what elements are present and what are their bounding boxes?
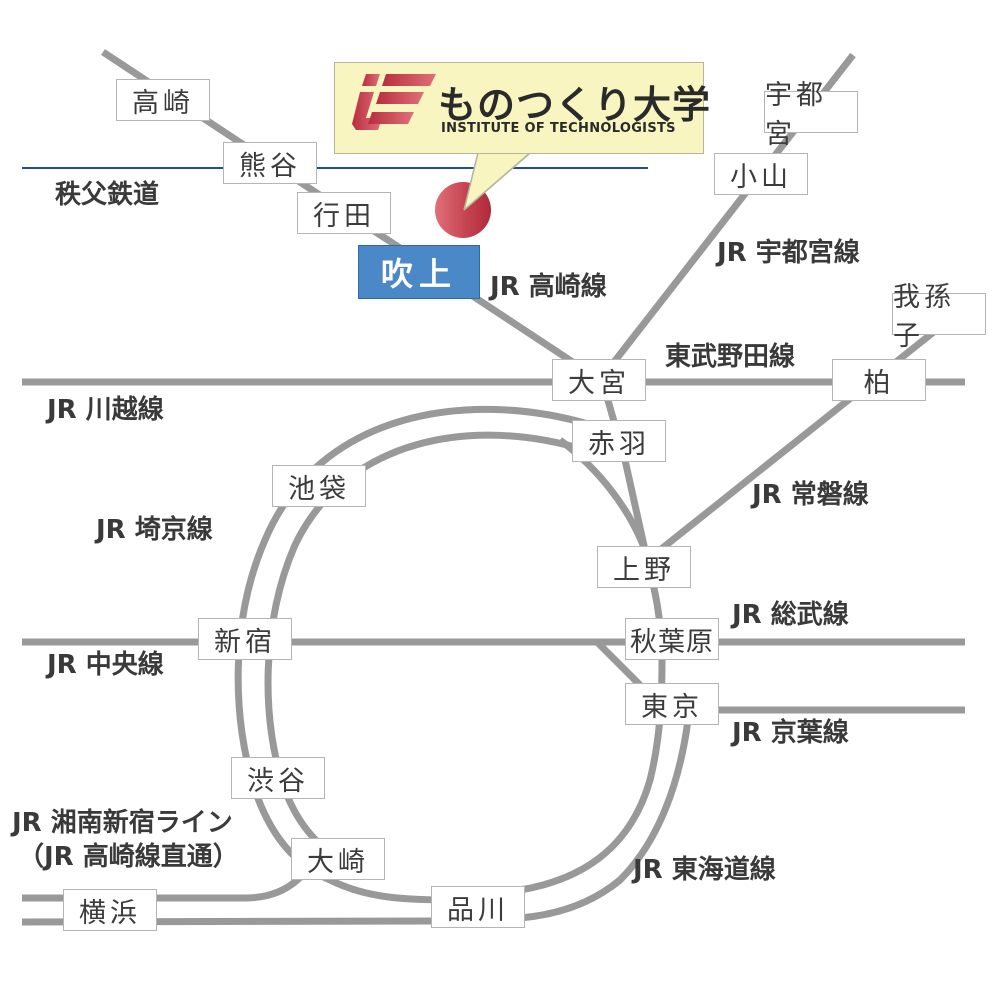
chuo-tokyo-branch (594, 639, 643, 688)
station-oyama[interactable]: 小山 (714, 153, 808, 195)
tokaido-outer-line (519, 719, 692, 922)
station-utsunomiya[interactable]: 宇都宮 (764, 80, 858, 150)
station-shinjuku[interactable]: 新宿 (198, 618, 292, 660)
station-ikebukuro[interactable]: 池袋 (272, 465, 366, 507)
label-jr-joban-line: JR 常磐線 (752, 480, 869, 510)
iot-logo-icon (352, 74, 436, 130)
university-name-en: INSTITUTE OF TECHNOLOGISTS (441, 121, 676, 136)
label-takasaki-through-service: （JR 高崎線直通） (18, 842, 239, 872)
label-jr-tokaido-line: JR 東海道線 (633, 855, 776, 885)
station-abiko[interactable]: 我孫子 (892, 282, 986, 352)
station-ueno[interactable]: 上野 (597, 546, 691, 588)
station-takasaki[interactable]: 高崎 (116, 79, 210, 121)
station-yokohama[interactable]: 横浜 (63, 889, 157, 931)
label-jr-shonan-shinjuku-line: JR 湘南新宿ライン (12, 808, 233, 838)
label-jr-takasaki-line: JR 高崎線 (490, 272, 607, 302)
label-jr-chuo-line: JR 中央線 (47, 650, 164, 680)
station-osaki[interactable]: 大崎 (291, 838, 385, 880)
joban-line (657, 312, 958, 553)
omiya-ueno-line (601, 389, 649, 551)
station-shibuya[interactable]: 渋谷 (231, 757, 325, 799)
label-jr-sobu-line: JR 総武線 (732, 600, 849, 630)
label-jr-kawagoe-line: JR 川越線 (47, 395, 164, 425)
label-chichibu-railway: 秩父鉄道 (55, 180, 160, 210)
yamanote-east-line (519, 549, 666, 894)
university-name-jp: ものつくり大学 (438, 83, 712, 127)
station-kumagaya[interactable]: 熊谷 (223, 142, 317, 184)
inner-loop-line (264, 431, 587, 869)
station-akabane[interactable]: 赤羽 (572, 420, 666, 462)
station-gyoda[interactable]: 行田 (297, 192, 391, 234)
label-jr-keiyo-line: JR 京葉線 (732, 718, 849, 748)
station-shinagawa[interactable]: 品川 (431, 886, 525, 928)
university-location-marker (435, 182, 491, 238)
station-akihabara[interactable]: 秋葉原 (625, 618, 719, 660)
label-jr-utsunomiya-line: JR 宇都宮線 (717, 238, 860, 268)
station-fukiage[interactable]: 吹上 (358, 245, 480, 299)
label-tobu-noda-line: 東武野田線 (665, 342, 796, 372)
label-jr-saikyo-line: JR 埼京線 (96, 515, 213, 545)
station-kashiwa[interactable]: 柏 (832, 359, 926, 401)
outer-loop-line (234, 405, 589, 904)
station-tokyo[interactable]: 東京 (625, 683, 719, 725)
station-omiya[interactable]: 大宮 (552, 359, 646, 401)
